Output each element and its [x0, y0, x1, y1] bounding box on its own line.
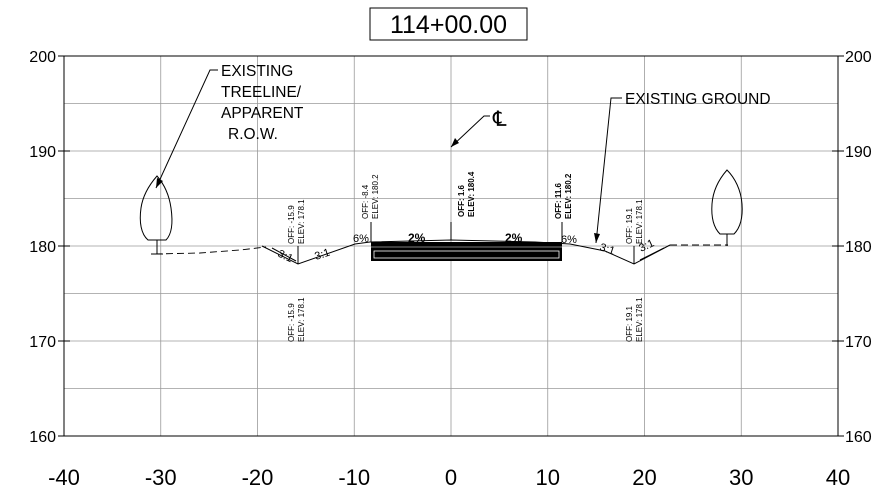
right-slope-hatch: [639, 247, 665, 261]
point-label-right-ditch: OFF: 19.1 ELEV: 178.1: [625, 297, 644, 342]
slope-label-left-backslope: 3:1: [313, 247, 331, 263]
proposed-section-line: [261, 239, 671, 265]
centerline-leader: [450, 115, 490, 148]
left-slope-hatch: [271, 247, 297, 262]
x-tick-label-10: 10: [536, 465, 560, 490]
existing-ground-leader: [595, 97, 622, 244]
y-tick-label-190-right: 190: [845, 144, 872, 161]
x-tick-label-20: 20: [632, 465, 656, 490]
station-title-box: [369, 7, 528, 41]
pavement-section: [371, 242, 562, 261]
svg-text:OFF: -15.9: OFF: -15.9: [287, 303, 296, 342]
centerline-symbol: ℄: [492, 108, 507, 131]
centerline-arrowhead: [451, 138, 459, 147]
treeline-leader: [155, 69, 218, 189]
slope-label-right-shoulder: 6%: [561, 234, 577, 246]
slope-label-right-foreslope: 3:1: [598, 241, 616, 257]
x-tick-label-30: 30: [729, 465, 753, 490]
slope-label-left-shoulder: 6%: [353, 233, 369, 245]
treeline-label-line-1: EXISTING: [221, 63, 293, 80]
x-tick-label-neg20: -20: [242, 465, 274, 490]
treeline-label-line-3: APPARENT: [221, 105, 304, 122]
point-label-left-ditch: OFF: -15.9 ELEV: 178.1: [287, 297, 306, 342]
existing-ground-arrowhead: [594, 233, 600, 243]
point-label-right-shoulder: OFF: 11.6 ELEV: 180.2: [554, 173, 573, 219]
y-tick-label-170-right: 170: [845, 334, 872, 351]
svg-text:ELEV: 178.1: ELEV: 178.1: [635, 199, 644, 244]
svg-text:OFF: 11.6: OFF: 11.6: [554, 182, 563, 219]
svg-text:OFF: 19.1: OFF: 19.1: [625, 207, 634, 244]
x-tick-label-neg40: -40: [48, 465, 80, 490]
treeline-label-line-2: TREELINE/: [221, 84, 302, 101]
slope-label-right-lane: 2%: [505, 231, 523, 245]
y-tick-label-160-left: 160: [29, 429, 56, 446]
station-title: 114+00.00: [390, 11, 507, 39]
tree-left-icon: [139, 175, 173, 255]
y-tick-label-200-left: 200: [29, 49, 56, 66]
station-offset-markers: [297, 222, 635, 264]
x-tick-label-neg30: -30: [145, 465, 177, 490]
point-label-left-shoulder: OFF: -8.4 ELEV: 180.2: [361, 174, 380, 219]
point-label-left-hinge-upper: OFF: -15.9 ELEV: 178.1: [287, 199, 306, 244]
svg-text:ELEV: 180.4: ELEV: 180.4: [467, 171, 476, 217]
y-tick-label-180-left: 180: [29, 239, 56, 256]
grid: [64, 56, 838, 436]
slope-label-left-lane: 2%: [408, 231, 426, 245]
x-tick-label-40: 40: [826, 465, 850, 490]
svg-text:ELEV: 178.1: ELEV: 178.1: [635, 297, 644, 342]
svg-text:ELEV: 178.1: ELEV: 178.1: [297, 297, 306, 342]
y-tick-label-170-left: 170: [29, 334, 56, 351]
point-label-right-hinge-upper: OFF: 19.1 ELEV: 178.1: [625, 199, 644, 244]
x-tick-label-neg10: -10: [338, 465, 370, 490]
svg-text:OFF: 1.6: OFF: 1.6: [457, 184, 466, 217]
svg-text:ELEV: 180.2: ELEV: 180.2: [371, 174, 380, 219]
svg-text:OFF: 19.1: OFF: 19.1: [625, 305, 634, 342]
svg-text:OFF: -15.9: OFF: -15.9: [287, 205, 296, 244]
y-tick-label-180-right: 180: [845, 239, 872, 256]
svg-text:ELEV: 180.2: ELEV: 180.2: [564, 173, 573, 219]
slope-label-right-backslope: 3:1: [637, 237, 656, 254]
existing-ground-left: [154, 246, 267, 255]
tree-right-icon: [711, 169, 743, 246]
treeline-arrowhead: [156, 178, 163, 188]
y-tick-label-160-right: 160: [845, 429, 872, 446]
y-tick-label-190-left: 190: [29, 144, 56, 161]
point-label-crown: OFF: 1.6 ELEV: 180.4: [457, 171, 476, 217]
svg-text:OFF: -8.4: OFF: -8.4: [361, 184, 370, 219]
x-tick-label-0: 0: [445, 465, 457, 490]
y-tick-marks: [58, 55, 844, 437]
treeline-label-line-4: R.O.W.: [228, 126, 278, 143]
slope-label-left-foreslope: 3:1: [276, 248, 295, 265]
existing-ground-label: EXISTING GROUND: [625, 91, 771, 108]
svg-text:ELEV: 178.1: ELEV: 178.1: [297, 199, 306, 244]
y-tick-label-200-right: 200: [845, 49, 872, 66]
